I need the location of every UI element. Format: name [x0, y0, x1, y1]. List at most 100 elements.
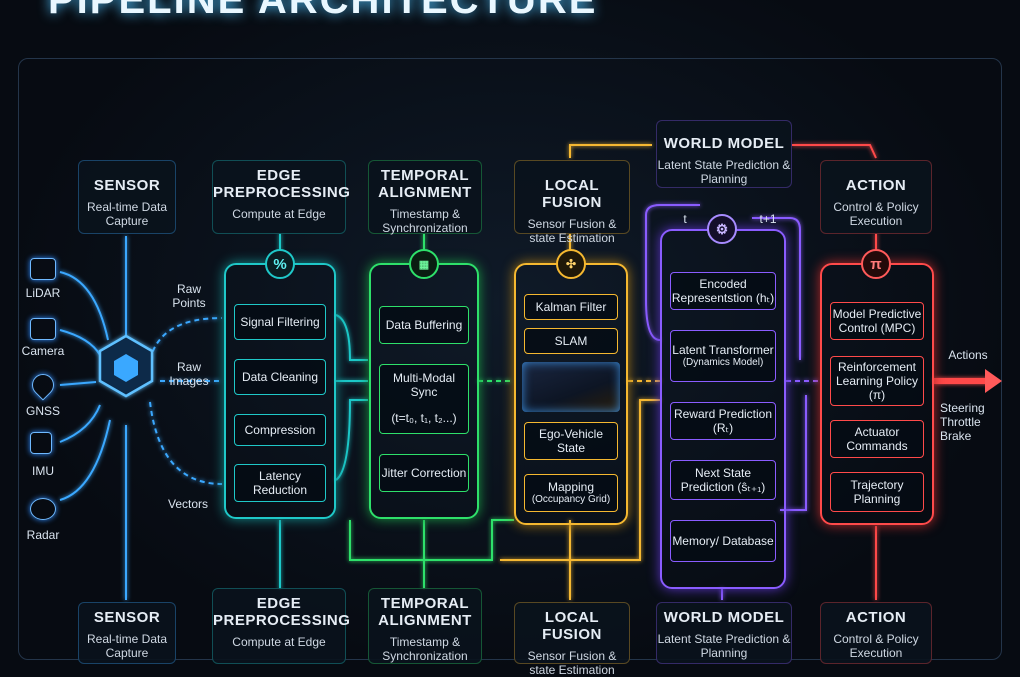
- temporal-header: TEMPORAL ALIGNMENT Timestamp & Synchroni…: [368, 160, 482, 235]
- wire-fusion-loop: [500, 399, 660, 561]
- mapping-label: Mapping: [547, 480, 595, 494]
- wire-gnss: [59, 381, 97, 386]
- wire-vectors: [149, 401, 223, 485]
- temporal-item-jitter-correction: Jitter Correction: [379, 454, 469, 492]
- fusion-subtitle: Sensor Fusion & state Estimation: [527, 217, 617, 245]
- output-actions-label: Actions: [948, 348, 988, 362]
- fusion-footer: LOCAL FUSION Sensor Fusion & state Estim…: [514, 602, 630, 677]
- action-title: ACTION: [845, 177, 907, 194]
- vectors-label: Vectors: [167, 497, 209, 511]
- output-list: Steering Throttle Brake: [940, 401, 996, 443]
- action-footer: ACTION Control & Policy Execution: [820, 602, 932, 664]
- sensor-subtitle: Real-time Data Capture: [86, 200, 168, 228]
- world-time-t1: t+1: [759, 212, 777, 226]
- edge-subtitle: Compute at Edge: [232, 207, 326, 221]
- temporal-title: TEMPORAL ALIGNMENT: [378, 167, 472, 201]
- temporal-footer-title: TEMPORAL ALIGNMENT: [378, 595, 472, 629]
- output-arrowhead: [985, 369, 1002, 393]
- edge-footer: EDGE PREPROCESSING Compute at Edge: [212, 588, 351, 664]
- camera-icon: [30, 318, 56, 340]
- temporal-footer-subtitle: Timestamp & Synchronization: [382, 635, 468, 663]
- wire-fusion-world: [569, 144, 652, 158]
- mapping-sub: (Occupancy Grid): [531, 494, 611, 505]
- sensor-camera-label: Camera: [21, 344, 65, 358]
- wire-camera: [59, 329, 101, 356]
- output-brake: Brake: [940, 429, 972, 443]
- calendar-icon: ▦: [409, 249, 439, 279]
- edge-item-latency-reduction: Latency Reduction: [234, 464, 326, 502]
- wire-world-loop-left: [645, 204, 700, 341]
- edge-footer-title: EDGE PREPROCESSING: [213, 595, 351, 629]
- temporal-subtitle: Timestamp & Synchronization: [382, 207, 468, 235]
- world-item-memory-database: Memory/ Database: [670, 520, 776, 562]
- radar-waves-icon: [30, 498, 56, 520]
- output-steering: Steering: [940, 401, 985, 415]
- temporal-footer: TEMPORAL ALIGNMENT Timestamp & Synchroni…: [368, 588, 482, 664]
- edge-header: EDGE PREPROCESSING Compute at Edge: [212, 160, 350, 234]
- fusion-network-icon: ✣: [556, 249, 586, 279]
- world-footer-title: WORLD MODEL: [663, 609, 785, 626]
- world-item-reward-prediction: Reward Prediction (Rₜ): [670, 402, 776, 440]
- sensor-lidar-label: LiDAR: [25, 286, 61, 300]
- database-icon: [30, 258, 56, 280]
- world-header: WORLD MODEL Latent State Prediction & Pl…: [656, 120, 792, 188]
- edge-item-compression: Compression: [234, 414, 326, 446]
- raw-images-label: Raw Images: [169, 360, 209, 388]
- pi-icon: π: [861, 249, 891, 279]
- diagram-frame: [18, 58, 1002, 660]
- wire-radar: [59, 419, 111, 501]
- wire-lidar: [59, 271, 109, 341]
- sensor-title: SENSOR: [93, 177, 161, 194]
- fusion-item-slam: SLAM: [524, 328, 618, 354]
- wire-bottom-loop: [349, 519, 514, 561]
- world-subtitle: Latent State Prediction & Planning: [657, 158, 791, 186]
- latent-transformer-label: Latent Transformer: [672, 343, 774, 357]
- sensor-footer-title: SENSOR: [93, 609, 161, 626]
- sensor-header: SENSOR Real-time Data Capture: [78, 160, 176, 234]
- temporal-item-data-buffering: Data Buffering: [379, 306, 469, 344]
- percent-icon: %: [265, 249, 295, 279]
- fusion-footer-subtitle: Sensor Fusion & state Estimation: [527, 649, 617, 677]
- wire-world-loop-right: [752, 217, 801, 360]
- fusion-header: LOCAL FUSION Sensor Fusion & state Estim…: [514, 160, 630, 245]
- action-item-rl-policy: Reinforcement Learning Policy (π): [830, 356, 924, 406]
- action-footer-subtitle: Control & Policy Execution: [833, 632, 919, 660]
- wire-raw-points: [149, 317, 223, 361]
- action-subtitle: Control & Policy Execution: [833, 200, 919, 228]
- edge-item-data-cleaning: Data Cleaning: [234, 359, 326, 395]
- temporal-item-multi-modal-sync: Multi-Modal Sync (t=t₀, t₁, t₂...): [379, 364, 469, 434]
- fusion-item-kalman-filter: Kalman Filter: [524, 294, 618, 320]
- world-item-latent-transformer: Latent Transformer (Dynamics Model): [670, 330, 776, 382]
- fusion-item-mapping: Mapping (Occupancy Grid): [524, 474, 618, 512]
- latent-transformer-sub: (Dynamics Model): [682, 357, 764, 368]
- world-item-encoded-representation: Encoded Representstion (hₜ): [670, 272, 776, 310]
- multi-modal-sync-timesteps: (t=t₀, t₁, t₂...): [391, 411, 457, 425]
- sensor-radar-label: Radar: [26, 528, 60, 542]
- action-footer-title: ACTION: [845, 609, 907, 626]
- multi-modal-sync-label: Multi-Modal Sync: [392, 371, 455, 399]
- gear-icon: ⚙: [707, 214, 737, 244]
- fusion-footer-title: LOCAL FUSION: [542, 609, 602, 643]
- action-header: ACTION Control & Policy Execution: [820, 160, 932, 234]
- output-throttle: Throttle: [940, 415, 981, 429]
- sensor-hub-core: [114, 354, 138, 382]
- fusion-title: LOCAL FUSION: [542, 177, 602, 211]
- wire-world-loop-return: [780, 395, 807, 511]
- edge-item-signal-filtering: Signal Filtering: [234, 304, 326, 340]
- world-footer: WORLD MODEL Latent State Prediction & Pl…: [656, 602, 792, 664]
- map-visualization-image: [522, 362, 620, 412]
- fusion-item-ego-vehicle-state: Ego-Vehicle State: [524, 422, 618, 460]
- raw-points-label: Raw Points: [172, 282, 206, 310]
- action-item-mpc: Model Predictive Control (MPC): [830, 302, 924, 340]
- sensor-footer-subtitle: Real-time Data Capture: [86, 632, 168, 660]
- wire-world-actionbox: [792, 144, 877, 159]
- wire-edge-temporal-1: [335, 314, 368, 361]
- wire-edge-temporal-3: [335, 399, 368, 481]
- sensor-imu-label: IMU: [32, 464, 54, 478]
- edge-footer-subtitle: Compute at Edge: [232, 635, 326, 649]
- world-footer-subtitle: Latent State Prediction & Planning: [657, 632, 791, 660]
- chip-icon: [30, 432, 52, 454]
- action-item-actuator-commands: Actuator Commands: [830, 420, 924, 458]
- wire-imu: [59, 404, 101, 443]
